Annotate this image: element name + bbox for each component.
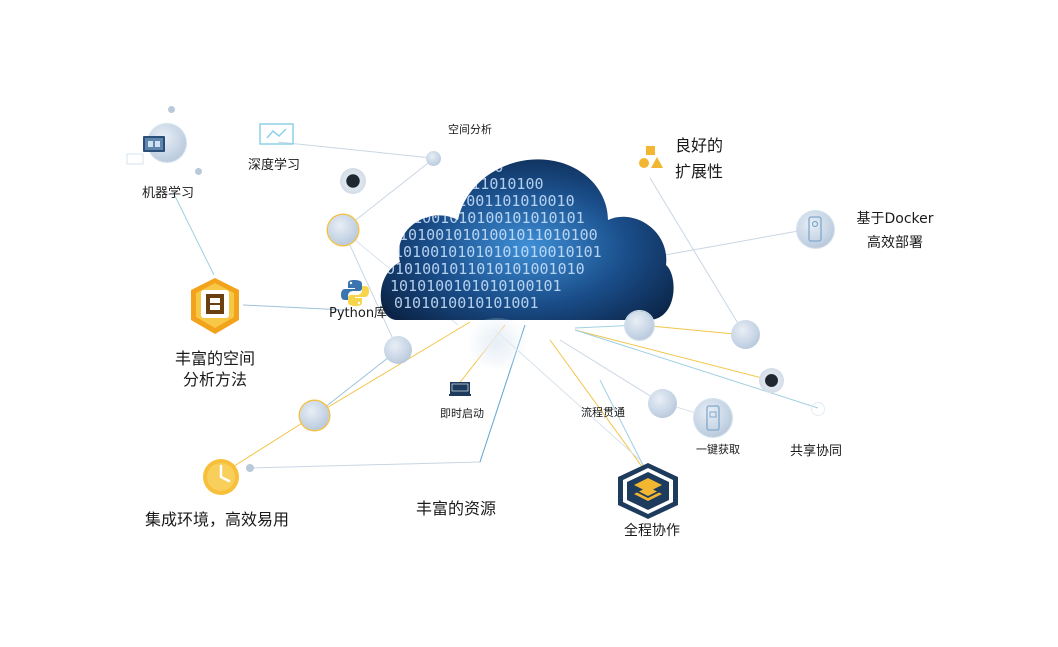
label-share-collab: 共享协同 (790, 444, 843, 459)
label-spatial-analysis: 空间分析 (448, 123, 492, 136)
layers-badge-icon (618, 463, 678, 519)
connector (574, 329, 771, 381)
node-dot (195, 168, 202, 175)
node-circle (384, 336, 412, 364)
node-circle (625, 311, 654, 340)
label-docker-2: 高效部署 (867, 235, 923, 251)
node-circle (300, 401, 329, 430)
app-logo-icon (191, 278, 239, 334)
label-full-collab: 全程协作 (624, 523, 680, 539)
label-one-click: 一键获取 (696, 443, 740, 456)
label-rich-spatial-2: 分析方法 (182, 370, 247, 389)
node-dark-dot (340, 168, 366, 194)
shapes-icon (639, 146, 663, 168)
phone-icon (706, 405, 720, 431)
cloud-binary-row: 0101001010110 (386, 158, 503, 176)
label-python-lib: Python库 (329, 306, 388, 321)
label-docker-1: 基于Docker (856, 211, 934, 227)
laptop-icon (449, 382, 471, 396)
node-circle (731, 320, 760, 349)
connector (342, 229, 399, 351)
connector (574, 329, 819, 409)
cloud-binary-row: 01001010011010100 (390, 175, 544, 193)
label-deep-learning: 深度学习 (248, 158, 301, 173)
label-rich-resources: 丰富的资源 (416, 499, 497, 518)
connector (649, 177, 746, 336)
node-circle (426, 151, 441, 166)
node-circle (648, 389, 677, 418)
cloud-binary-row: 10101101001101010010 (394, 192, 575, 210)
connector (171, 189, 215, 276)
connector (242, 304, 346, 311)
node-circle (694, 399, 732, 437)
cloud-binary-row: 0101001011010101001010 (386, 260, 585, 278)
monitor-icon (126, 136, 165, 165)
connector (314, 321, 471, 416)
node-circle (328, 215, 358, 245)
cloud-binary-row: 10100101010101010010101 (394, 243, 602, 261)
label-good-extensibility-2: 扩展性 (675, 162, 724, 181)
label-integrated-env: 集成环境，高效易用 (145, 510, 290, 529)
display-icon (259, 123, 294, 145)
connector (599, 379, 649, 476)
phone-icon (808, 216, 822, 242)
connector (314, 349, 399, 416)
connector (277, 141, 433, 159)
node-faint (811, 402, 825, 416)
label-rich-spatial-1: 丰富的空间 (174, 349, 255, 368)
node-dark-dot (759, 368, 784, 393)
label-instant-start: 即时启动 (440, 407, 484, 420)
connector (342, 159, 433, 231)
cloud-binary-row: 0101001010100101010101 (386, 209, 585, 227)
connector (559, 339, 661, 403)
connector (664, 227, 816, 256)
connector (639, 324, 746, 336)
cloud-glow (462, 318, 532, 368)
cloud-binary-row: 1010100101010100101 (390, 277, 562, 295)
cloud-binary-row: 0101010010101001 (394, 294, 539, 312)
clock-icon (203, 459, 239, 495)
connector (249, 461, 481, 469)
label-machine-learning: 机器学习 (142, 186, 195, 201)
python-icon (341, 280, 369, 306)
cloud-binary-row: 01010010101001011010100 (390, 226, 598, 244)
label-process-connect: 流程贯通 (581, 406, 625, 419)
connector (219, 414, 316, 476)
label-good-extensibility-1: 良好的 (675, 136, 724, 155)
data-cloud: 0101001010110010010100110101001010110100… (380, 158, 674, 321)
node-dot (168, 106, 175, 113)
node-dot (246, 464, 254, 472)
